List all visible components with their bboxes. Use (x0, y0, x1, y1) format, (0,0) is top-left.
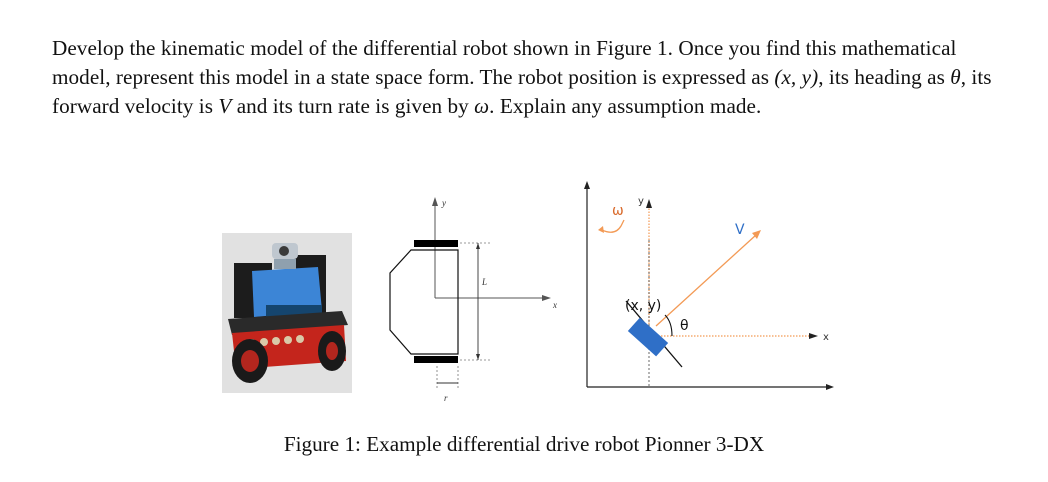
position-label: (x, y) (625, 298, 661, 314)
radius-label: r (444, 393, 448, 403)
schematic-x-label: x (552, 300, 557, 310)
local-x-label: x (823, 332, 829, 343)
math-position: (x, y) (774, 65, 819, 89)
omega-label: ω (612, 203, 624, 219)
omega-arrow (601, 219, 625, 233)
problem-text-1: Develop the kinematic model of the diffe… (52, 36, 957, 89)
robot-photo (222, 233, 352, 393)
robot-body-outline (389, 249, 459, 355)
math-turn-rate: ω (474, 94, 490, 118)
problem-text-4: and its turn rate is given by (231, 94, 475, 118)
problem-statement: Develop the kinematic model of the diffe… (52, 34, 992, 121)
local-y-label: y (638, 196, 644, 207)
heading-label: θ (680, 318, 689, 334)
schematic-y-label: y (441, 198, 446, 208)
velocity-vector (655, 234, 757, 327)
bottom-wheel (414, 356, 458, 363)
robot-body-marker (627, 317, 669, 357)
figure-caption: Figure 1: Example differential drive rob… (283, 432, 765, 456)
length-label: L (481, 277, 487, 287)
heading-arc (664, 314, 673, 337)
problem-text-5: . Explain any assumption made. (489, 94, 762, 118)
math-heading: θ (950, 65, 961, 89)
math-velocity: V (218, 94, 232, 118)
problem-text-2: , its heading as (818, 65, 951, 89)
top-wheel (414, 240, 458, 247)
problem-text-3: , its forward velocity is (52, 65, 992, 118)
velocity-label: V (735, 222, 745, 238)
